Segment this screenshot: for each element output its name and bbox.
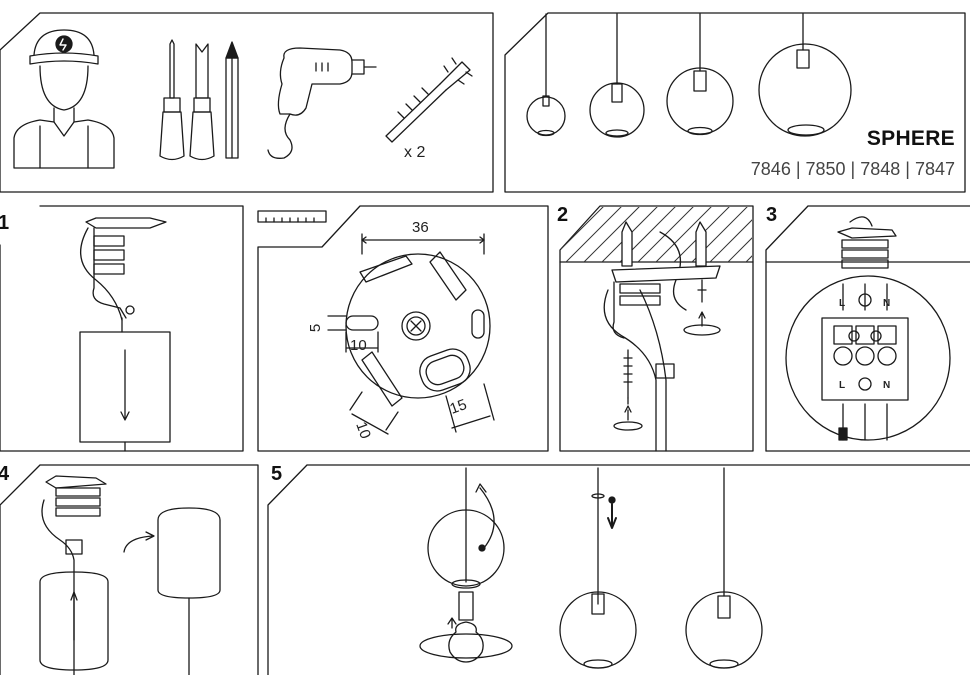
mounting-plate-drawing bbox=[327, 233, 495, 435]
panel-frame-step3 bbox=[765, 205, 970, 452]
step1-bracket-drawing bbox=[79, 217, 171, 452]
panel-frame-step1 bbox=[0, 205, 244, 452]
step5-assembly-drawing bbox=[419, 467, 763, 669]
lamp-size-3 bbox=[666, 13, 734, 136]
screwdriver-icon bbox=[159, 39, 185, 161]
wire-live-label-top: L bbox=[839, 298, 845, 309]
dim-slot-width-label: 10 bbox=[350, 337, 367, 354]
dowel-screw-icon bbox=[385, 57, 473, 143]
step-number-2: 2 bbox=[557, 204, 569, 226]
wire-neutral-label-bottom: N bbox=[883, 380, 890, 391]
lamp-size-2 bbox=[589, 13, 645, 138]
ruler-icon bbox=[257, 210, 327, 223]
product-codes: 7846 | 7850 | 7848 | 7847 bbox=[750, 159, 955, 179]
product-name: SPHERE bbox=[866, 127, 955, 150]
step-number-1: 1 bbox=[0, 212, 10, 234]
step-number-5: 5 bbox=[271, 463, 283, 485]
panel-frame-step5 bbox=[267, 464, 970, 675]
dim-slot-height-label: 5 bbox=[307, 324, 324, 332]
lamp-size-4 bbox=[758, 13, 852, 137]
electrician-icon bbox=[13, 29, 115, 169]
flat-screwdriver-icon bbox=[189, 43, 215, 161]
step2-installation-drawing bbox=[603, 221, 721, 452]
dim-hole-short-label: 10 bbox=[352, 420, 374, 441]
step-number-4: 4 bbox=[0, 463, 10, 485]
screw-count-label: x 2 bbox=[404, 144, 425, 161]
wire-neutral-label-top: N bbox=[883, 298, 890, 309]
panel-frame-step4 bbox=[0, 464, 259, 675]
pencil-icon bbox=[225, 41, 239, 159]
step3-wiring-drawing bbox=[765, 216, 970, 441]
wire-live-label-bottom: L bbox=[839, 380, 845, 391]
lamp-size-1 bbox=[526, 13, 566, 137]
panel-frame-product bbox=[504, 12, 966, 193]
step2-ceiling-hatch bbox=[559, 207, 754, 263]
dim-width-label: 36 bbox=[412, 219, 429, 236]
panel-frame-tools bbox=[0, 12, 494, 193]
step4-canopy-drawing bbox=[39, 475, 221, 675]
dim-hole-long-label: 15 bbox=[448, 396, 469, 418]
step-number-3: 3 bbox=[766, 204, 778, 226]
panel-frame-template bbox=[257, 205, 549, 452]
drill-icon bbox=[267, 47, 377, 159]
